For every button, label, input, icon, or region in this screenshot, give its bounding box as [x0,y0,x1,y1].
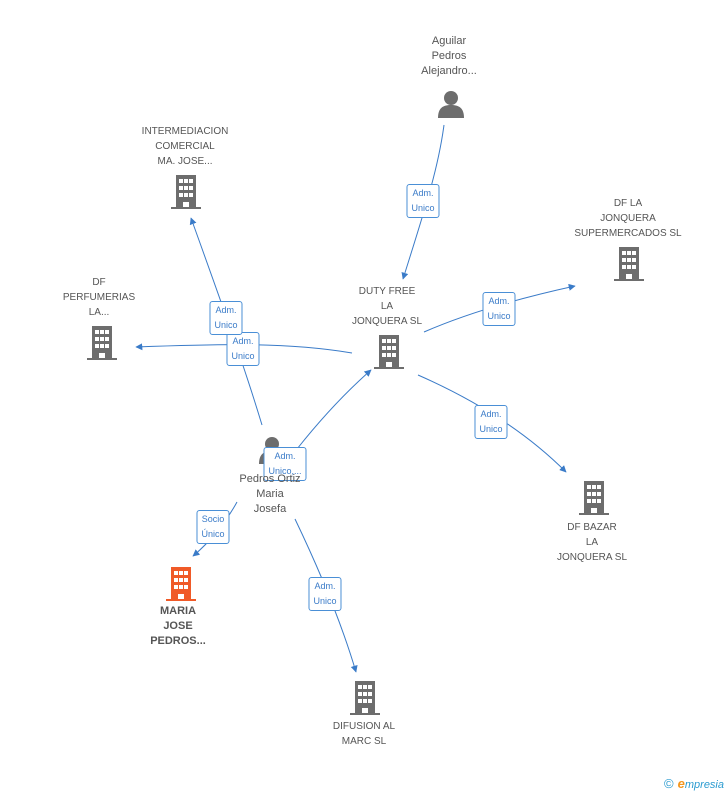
edge-label-line: Unico [313,596,337,606]
edge-label-line: Adm. [232,336,254,346]
node-label-dutyfree[interactable]: DUTY FREE LA JONQUERA SL [352,284,422,329]
edge-label-pedros-to-difusion[interactable]: Adm. Unico [308,577,342,611]
edge-label-line: Único [201,529,225,539]
node-label-line: INTERMEDIACION [141,126,229,137]
node-label-line: LA [380,301,394,312]
node-label-line: MA. JOSE... [157,156,213,167]
node-label-line: DIFUSION AL [332,721,396,732]
edge-label-line: Adm. [480,409,502,419]
node-label-line: Aguilar [431,35,467,47]
node-label-line: LA [585,537,599,548]
edge-label-line: Unico [231,351,255,361]
edge-label-aguilar-to-dutyfree[interactable]: Adm. Unico [406,184,440,218]
node-label-line: LA... [88,307,110,318]
node-label-line: Maria [256,488,284,500]
edge-label-dutyfree-to-dfperf[interactable]: Adm. Unico [226,332,260,366]
edge-label-dutyfree-to-dfla[interactable]: Adm. Unico [482,292,516,326]
node-label-dfperf[interactable]: DF PERFUMERIAS LA... [63,275,135,320]
node-label-dfla[interactable]: DF LA JONQUERA SUPERMERCADOS SL [574,196,681,241]
building-icon-mariajose[interactable] [166,567,196,601]
node-label-intermediacion[interactable]: INTERMEDIACION COMERCIAL MA. JOSE... [142,124,229,169]
node-label-line: PEDROS... [150,635,206,647]
node-label-line: COMERCIAL [155,141,215,152]
copyright-icon: © [664,776,674,791]
edge-label-line: Unico [487,311,511,321]
building-icon-intermediacion[interactable] [171,175,201,209]
node-label-line: DF [92,277,106,288]
node-label-line: JONQUERA SL [556,552,628,563]
node-label-dfbazar[interactable]: DF BAZAR LA JONQUERA SL [557,520,627,565]
node-label-line: PERFUMERIAS [62,292,136,303]
edge-label-pedros-to-dutyfree[interactable]: Adm. Unico,... [263,447,307,481]
node-label-line: JONQUERA [600,213,656,224]
edge-pedros-to-dutyfree [296,369,372,450]
edge-label-line: Unico,... [268,466,302,476]
empresia-logo: ©empresia [664,776,724,791]
edge-label-line: Unico [411,203,435,213]
edge-label-line: Socio [201,514,225,524]
node-label-line: SUPERMERCADOS SL [574,228,682,239]
brand-name: mpresia [684,779,724,791]
building-icon-dfperf[interactable] [87,326,117,360]
edge-label-line: Unico [479,424,503,434]
node-label-line: DF BAZAR [567,522,617,533]
edge-label-dutyfree-to-dfbazar[interactable]: Adm. Unico [474,405,508,439]
node-label-line: MARC SL [341,736,387,747]
node-label-line: JONQUERA SL [351,316,423,327]
node-label-mariajose[interactable]: MARIA JOSE PEDROS... [150,604,206,649]
node-label-line: Alejandro... [421,65,477,77]
node-label-line: JOSE [163,620,193,632]
building-icon-difusion[interactable] [350,681,380,715]
building-icon-dfla[interactable] [614,247,644,281]
node-label-line: Josefa [253,503,287,515]
node-label-difusion[interactable]: DIFUSION AL MARC SL [333,719,395,749]
edge-label-line: Adm. [488,296,510,306]
node-label-line: Pedros Ortiz [239,473,301,485]
person-icon-aguilar[interactable] [438,91,464,118]
edge-label-pedros-to-intermediacion[interactable]: Adm. Unico [209,301,243,335]
building-icon-dutyfree[interactable] [374,335,404,369]
node-label-line: MARIA [159,605,197,617]
node-label-line: DUTY FREE [358,286,416,297]
edge-label-line: Adm. [412,188,434,198]
building-icon-dfbazar[interactable] [579,481,609,515]
node-label-line: Pedros [431,50,467,62]
edge-label-line: Adm. [274,451,296,461]
brand-initial: e [677,776,685,791]
edge-label-line: Unico [214,320,238,330]
edge-label-line: Adm. [215,305,237,315]
edge-label-line: Adm. [314,581,336,591]
node-label-line: DF LA [613,198,643,209]
